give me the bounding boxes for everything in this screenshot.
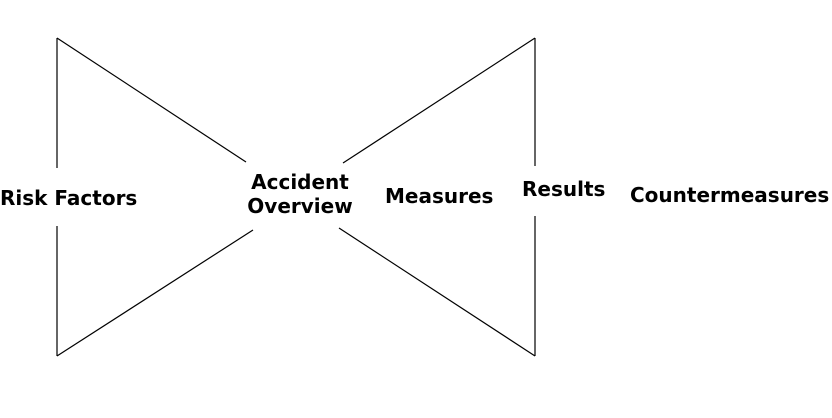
label-risk-factors: Risk Factors [0,186,138,210]
label-accident-line2: Overview [247,194,353,218]
label-countermeasures: Countermeasures [630,183,830,207]
left-diagonal-top [56,37,247,163]
label-accident-overview: Accident Overview [240,170,360,218]
right-diagonal-top [342,37,536,164]
label-accident-line1: Accident [251,170,349,194]
right-diagonal-bottom [338,227,536,357]
label-measures: Measures [385,184,494,208]
label-results: Results [522,177,606,201]
left-diagonal-bottom [56,229,254,357]
